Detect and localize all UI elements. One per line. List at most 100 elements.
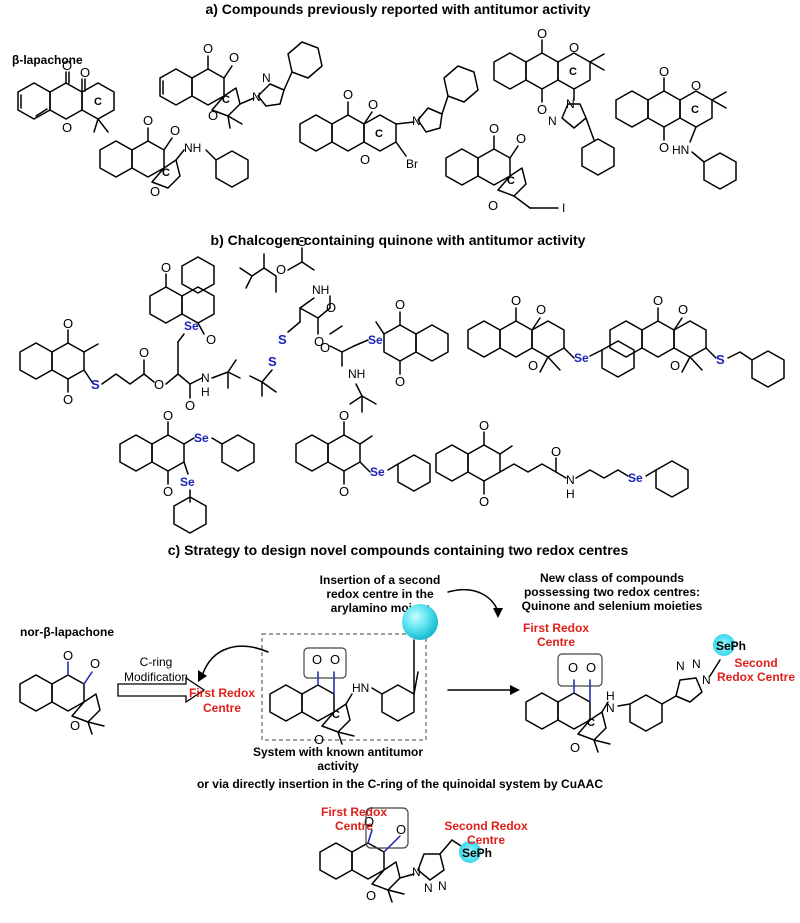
c-ring-label: C-ring (140, 655, 173, 669)
atom-s: S (91, 377, 100, 392)
insertion-text-3: arylamino moiety (331, 601, 430, 615)
atom-n: N (702, 673, 711, 687)
section-c: c) Strategy to design novel compounds co… (19, 542, 795, 903)
atom-o: O (368, 97, 378, 112)
first-redox-label-right: First Redox (523, 621, 589, 635)
atom-nh: NH (184, 141, 201, 155)
second-redox-label-right-2: Redox Centre (717, 670, 795, 684)
compound-b6: O O Se (295, 408, 431, 499)
new-class-text-2: possessing two redox centres: (524, 585, 700, 599)
atom-o: O (206, 332, 216, 347)
modification-label: Modification (124, 670, 188, 684)
atom-n: N (424, 881, 433, 895)
atom-n: N (566, 97, 575, 111)
atom-s: S (278, 332, 287, 347)
atom-o: O (516, 131, 526, 146)
atom-o: O (320, 340, 330, 355)
compound-a7: O O O C I (445, 121, 565, 215)
atom-o: O (62, 58, 72, 73)
atom-n: N (262, 71, 271, 85)
compound-b3: O O O Se (467, 293, 635, 378)
atom-o: O (586, 660, 596, 675)
atom-o: O (396, 822, 406, 837)
system-known-label: System with known antitumor (253, 745, 423, 759)
atom-h: H (201, 385, 210, 399)
atom-nh: NH (348, 367, 365, 381)
system-known-label-2: activity (317, 759, 359, 773)
curved-arrow-left (201, 645, 269, 677)
atom-o: O (551, 444, 561, 459)
atom-o: O (185, 398, 195, 413)
atom-o: O (537, 26, 547, 41)
product-structure: First Redox Centre O O O C H N N N N (523, 621, 795, 755)
atom-sePh-bottom: SePh (462, 846, 492, 860)
atom-o: O (150, 184, 160, 199)
atom-o: O (154, 377, 164, 392)
section-b: b) Chalcogen-containing quinone with ant… (19, 232, 785, 534)
atom-h: H (606, 689, 615, 703)
atom-o: O (653, 293, 663, 308)
or-via-text: or via directly insertion in the C-ring … (197, 777, 603, 791)
atom-o: O (570, 740, 580, 755)
first-redox-label-bottom: First Redox (321, 805, 387, 819)
atom-o: O (163, 484, 173, 499)
atom-o: O (528, 358, 538, 373)
ring-c-label: C (375, 128, 383, 140)
atom-o: O (297, 234, 307, 249)
atom-o: O (63, 392, 73, 407)
atom-o: O (511, 293, 521, 308)
atom-o: O (312, 652, 322, 667)
atom-n: N (548, 114, 557, 128)
atom-o: O (339, 408, 349, 423)
ring-c-label: C (162, 167, 170, 179)
atom-o: O (330, 652, 340, 667)
second-redox-label-bottom: Second Redox (444, 819, 528, 833)
atom-o: O (488, 198, 498, 213)
atom-o: O (163, 408, 173, 423)
selenium-halo (713, 634, 735, 656)
atom-o: O (489, 121, 499, 136)
compound-a5: O O O C N N (493, 26, 615, 176)
atom-n: N (606, 701, 615, 715)
nor-beta-lapachone-label: nor-β-lapachone (20, 625, 114, 639)
ring-c-label: C (222, 94, 230, 106)
atom-h: H (566, 487, 575, 501)
atom-o: O (314, 334, 324, 349)
atom-s: S (716, 352, 725, 367)
atom-o: O (364, 814, 374, 829)
ring-c-label: C (691, 104, 699, 116)
atom-o: O (536, 302, 546, 317)
atom-o: O (670, 358, 680, 373)
selenium-halo-bottom (459, 841, 481, 863)
atom-o: O (80, 65, 90, 80)
atom-br: Br (406, 157, 418, 171)
dashed-frame (261, 633, 427, 741)
title-b: b) Chalcogen-containing quinone with ant… (211, 232, 586, 248)
atom-se: Se (370, 465, 385, 479)
atom-o: O (203, 41, 213, 56)
first-redox-label-right-2: Centre (537, 635, 575, 649)
atom-o: O (90, 656, 100, 671)
atom-o: O (139, 345, 149, 360)
insertion-text-2: redox centre in the (326, 587, 434, 601)
atom-n: N (692, 657, 701, 671)
title-a: a) Compounds previously reported with an… (205, 1, 590, 17)
new-class-text-1: New class of compounds (540, 571, 684, 585)
atom-o: O (229, 50, 239, 65)
atom-n: N (252, 90, 261, 104)
atom-o: O (537, 102, 547, 117)
compound-a6: O O O C HN (615, 64, 737, 190)
atom-sePh: SePh (716, 639, 746, 653)
redox-sphere (402, 604, 438, 640)
bottom-structure: First Redox Centre O O O N N N SePh Seco… (319, 805, 528, 903)
compound-b2: O O NH O O S S O NH (239, 234, 449, 413)
atom-se: Se (194, 431, 209, 445)
atom-o: O (62, 120, 72, 135)
atom-o: O (63, 648, 73, 663)
beta-lapachone-structure: β-lapachone O O O C (12, 53, 115, 135)
atom-o: O (70, 718, 80, 733)
ring-c-label: C (94, 96, 102, 108)
atom-o: O (659, 64, 669, 79)
new-class-text-3: Quinone and selenium moieties (522, 599, 703, 613)
ring-c-label: C (569, 66, 577, 78)
